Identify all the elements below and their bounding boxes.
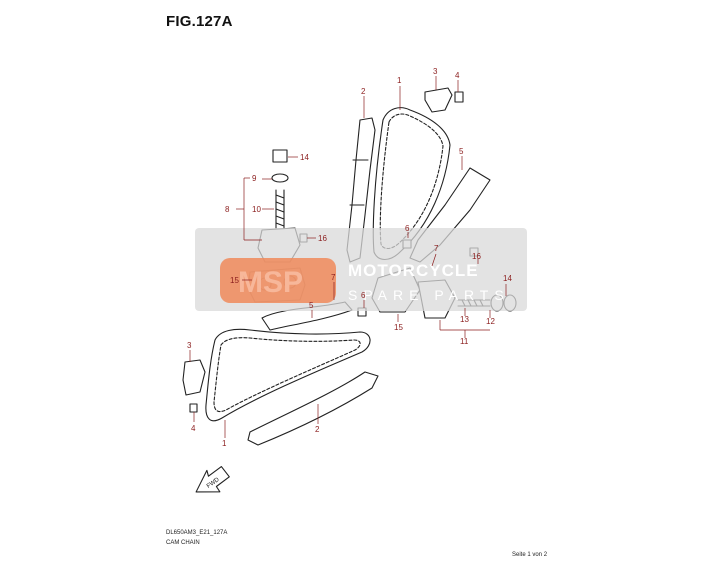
watermark-line1: MOTORCYCLE	[348, 261, 479, 280]
figure-caption: CAM CHAIN	[166, 540, 200, 546]
callout-5-lower: 5	[309, 301, 314, 310]
upper-cam-chain	[372, 107, 451, 261]
figure-code: DL650AM3_E21_127A	[166, 530, 228, 536]
callouts: 1 2 3 4 5 6 7 8 9 10 11 12 13 14 15 16 1…	[187, 67, 512, 448]
callout-3-lower: 3	[187, 341, 192, 350]
callout-4-lower: 4	[191, 424, 196, 433]
figure-title: FIG.127A	[166, 13, 233, 30]
upper-bracket	[424, 87, 464, 113]
lower-cam-chain	[205, 328, 371, 422]
callout-3-upper: 3	[433, 67, 438, 76]
callout-13: 13	[460, 315, 469, 324]
callout-1-lower: 1	[222, 439, 227, 448]
page-indicator: Seite 1 von 2	[512, 552, 548, 558]
callout-6-upper: 6	[405, 224, 410, 233]
callout-2-upper: 2	[361, 87, 366, 96]
callout-16-right: 16	[472, 252, 481, 261]
callout-7-upper: 7	[434, 244, 439, 253]
callout-14-left: 14	[300, 153, 309, 162]
callout-16-left: 16	[318, 234, 327, 243]
callout-7-lower: 7	[331, 273, 336, 282]
watermark-line2: SPARE PARTS	[348, 287, 510, 303]
callout-12: 12	[486, 317, 495, 326]
callout-2-lower: 2	[315, 425, 320, 434]
callout-9: 9	[252, 174, 257, 183]
lower-chain-guide	[247, 371, 379, 446]
callout-11: 11	[460, 337, 469, 346]
callout-15-right: 15	[394, 323, 403, 332]
forward-arrow: FWD	[195, 465, 230, 493]
callout-10: 10	[252, 205, 261, 214]
callout-6-lower: 6	[361, 291, 366, 300]
callout-14-right: 14	[503, 274, 512, 283]
callout-1-upper: 1	[397, 76, 402, 85]
leader-lines	[189, 76, 507, 438]
callout-15-left: 15	[230, 276, 239, 285]
callout-4-upper: 4	[455, 71, 460, 80]
lower-bracket	[182, 359, 206, 413]
callout-5-upper: 5	[459, 147, 464, 156]
watermark-logo: MSP	[238, 266, 303, 299]
callout-8: 8	[225, 205, 230, 214]
watermark: MSP MOTORCYCLE SPARE PARTS	[195, 228, 527, 311]
